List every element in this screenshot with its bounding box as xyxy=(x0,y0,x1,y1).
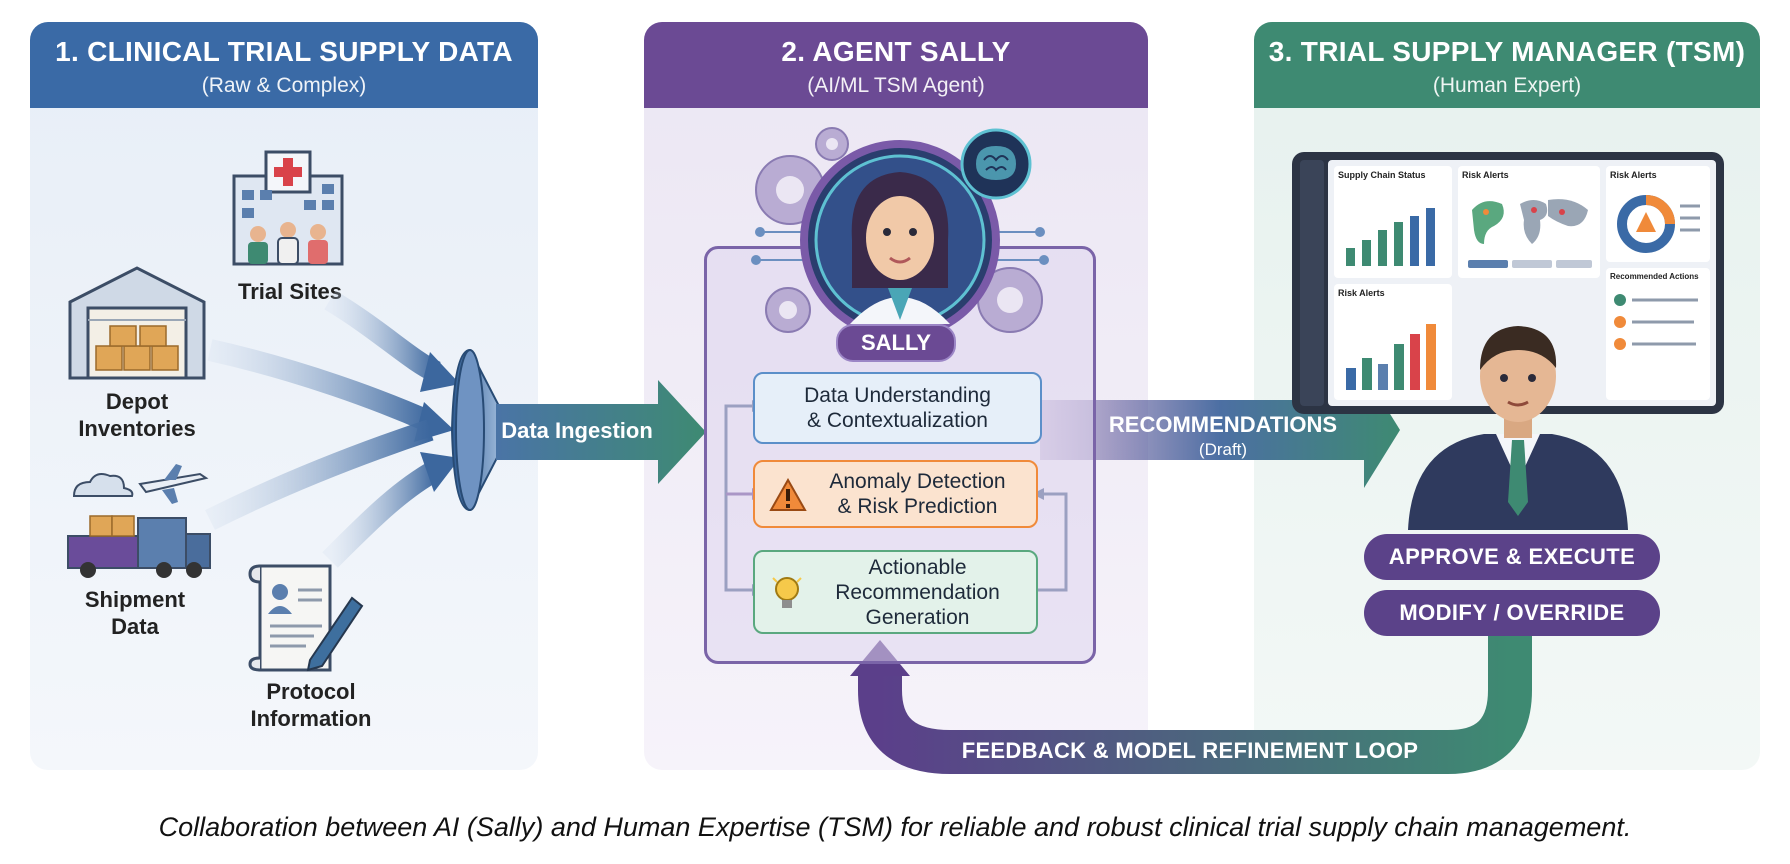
panel-header: 3. TRIAL SUPPLY MANAGER (TSM) (Human Exp… xyxy=(1254,22,1760,108)
lightbulb-icon xyxy=(772,577,802,608)
action-list-icon xyxy=(1614,294,1698,350)
step-line: Data Understanding xyxy=(804,384,991,407)
inflow-arrowhead xyxy=(420,352,460,392)
bar-chart-icon xyxy=(1346,208,1435,266)
dashboard-card: Supply Chain Status xyxy=(1334,166,1452,278)
card-title: Risk Alerts xyxy=(1338,288,1385,298)
step-line: Anomaly Detection xyxy=(829,470,1006,493)
card-title: Risk Alerts xyxy=(1462,170,1509,180)
feedback-loop-arrow xyxy=(858,626,1532,774)
dashboard-card: Risk Alerts xyxy=(1458,166,1600,278)
step-line: & Contextualization xyxy=(807,409,988,432)
step-data-understanding: Data Understanding & Contextualization xyxy=(753,372,1042,444)
approve-execute-button[interactable]: APPROVE & EXECUTE xyxy=(1364,534,1660,580)
donut-chart-icon xyxy=(1617,195,1700,253)
dashboard-sidebar xyxy=(1300,160,1324,406)
step-line: Generation xyxy=(865,605,970,629)
card-title: Recommended Actions xyxy=(1610,272,1699,281)
panel-title: 3. TRIAL SUPPLY MANAGER (TSM) xyxy=(1268,36,1746,67)
ingestion-arrow xyxy=(496,380,706,484)
depot-line2: Inventories xyxy=(78,416,196,441)
step-anomaly-detection: Anomaly Detection & Risk Prediction xyxy=(753,460,1038,528)
shipment-icon xyxy=(67,464,211,578)
depot-line1: Depot xyxy=(105,389,169,414)
world-map-icon xyxy=(1472,199,1588,244)
shipment-line2: Data xyxy=(111,614,159,639)
hospital-icon xyxy=(232,150,344,266)
panel-subtitle: (Human Expert) xyxy=(1432,74,1582,97)
trial-sites-label: Trial Sites xyxy=(238,279,342,304)
card-title: Supply Chain Status xyxy=(1338,170,1426,180)
shipment-data-label: Shipment Data xyxy=(70,586,200,640)
feedback-loop-label: FEEDBACK & MODEL REFINEMENT LOOP xyxy=(961,738,1419,763)
protocol-document-icon xyxy=(248,564,364,672)
shipment-line1: Shipment xyxy=(84,587,186,612)
panel-subtitle: (AI/ML TSM Agent) xyxy=(807,74,985,97)
panel-title: 2. AGENT SALLY xyxy=(781,36,1011,67)
inflow-arrow xyxy=(207,339,435,433)
dashboard-monitor: Supply Chain Status Risk Alerts Risk Ale… xyxy=(1292,152,1724,414)
panel-subtitle: (Raw & Complex) xyxy=(201,74,367,97)
inflow-arrow xyxy=(322,460,442,568)
panel-header: 1. CLINICAL TRIAL SUPPLY DATA (Raw & Com… xyxy=(30,22,538,108)
panel-header: 2. AGENT SALLY (AI/ML TSM Agent) xyxy=(644,22,1148,108)
inflow-arrowhead xyxy=(420,452,460,492)
modify-override-button[interactable]: MODIFY / OVERRIDE xyxy=(1364,590,1660,636)
step-line: Actionable xyxy=(868,555,967,579)
dashboard-card: Recommended Actions xyxy=(1606,268,1710,400)
panel-title: 1. CLINICAL TRIAL SUPPLY DATA xyxy=(55,36,513,67)
protocol-information-label: Protocol Information xyxy=(236,678,386,732)
bar-chart-icon xyxy=(1346,324,1436,390)
recommendations-label: RECOMMENDATIONS xyxy=(1108,412,1338,437)
step-line: & Risk Prediction xyxy=(837,495,998,518)
inflow-arrow xyxy=(205,419,434,530)
figure-caption: Collaboration between AI (Sally) and Hum… xyxy=(158,812,1632,842)
step-recommendation-generation: Actionable Recommendation Generation xyxy=(753,550,1038,634)
data-ingestion-label: Data Ingestion xyxy=(501,418,653,443)
dashboard-card: Risk Alerts xyxy=(1334,284,1452,400)
depot-inventories-label: Depot Inventories xyxy=(62,388,212,442)
warning-icon xyxy=(769,478,807,511)
card-title: Risk Alerts xyxy=(1610,170,1657,180)
protocol-line2: Information xyxy=(250,706,372,731)
warehouse-icon xyxy=(68,266,206,380)
agent-sally-avatar xyxy=(751,127,1049,340)
protocol-line1: Protocol xyxy=(266,679,356,704)
recommendations-sub: (Draft) xyxy=(1198,440,1248,459)
step-line: Recommendation xyxy=(835,580,1000,604)
tsm-person-avatar xyxy=(1408,326,1628,530)
inflow-arrow xyxy=(324,290,441,382)
sally-name-badge: SALLY xyxy=(836,324,956,362)
dashboard-card: Risk Alerts xyxy=(1606,166,1710,262)
